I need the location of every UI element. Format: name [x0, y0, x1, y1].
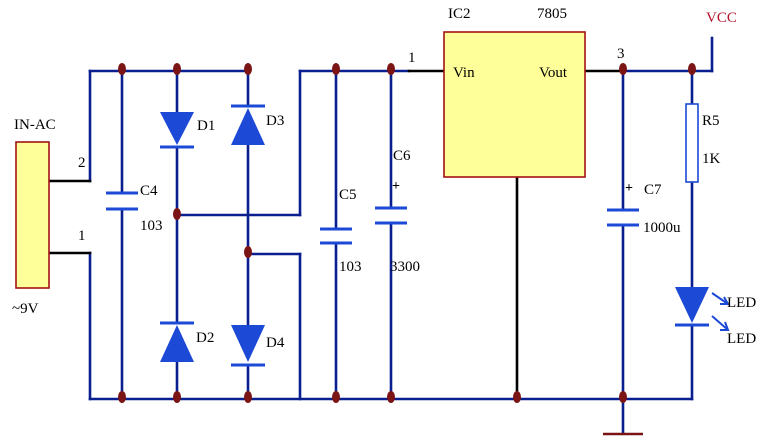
junction-dot: [173, 391, 181, 403]
ic-pin-vin-label: Vin: [453, 65, 475, 81]
junction-dot: [332, 391, 340, 403]
capacitor-c7-value: 1000u: [643, 220, 681, 236]
connector-voltage: ~9V: [12, 301, 39, 317]
led: LED LED: [675, 287, 756, 347]
diode-d2-label: D2: [196, 330, 214, 346]
wires: [88, 36, 714, 435]
junction-dots: [118, 63, 696, 403]
ic-7805: Vin Vout IC2 7805 1 3: [408, 6, 625, 178]
junction-dot: [244, 391, 252, 403]
connector-pin1-number: 1: [78, 228, 86, 244]
capacitor-c5-value: 103: [339, 259, 362, 275]
capacitor-c4-value: 103: [140, 218, 163, 234]
capacitor-c6-value: 3300: [390, 259, 420, 275]
connector-ref: IN-AC: [14, 117, 56, 133]
capacitor-c5-ref: C5: [339, 187, 357, 203]
diode-d1-triangle: [160, 112, 194, 145]
capacitor-c4: C4 103: [106, 183, 163, 234]
junction-dot: [387, 63, 395, 75]
junction-dot: [688, 63, 696, 75]
led-label-2: LED: [727, 331, 756, 347]
diode-d2: D2: [160, 321, 214, 362]
junction-dot: [118, 391, 126, 403]
ac-input-connector: IN-AC ~9V 2 1: [12, 117, 86, 317]
led-light-arrows-icon: [711, 292, 730, 331]
capacitor-c6-plus-icon: +: [392, 179, 400, 194]
capacitor-c5: C5 103: [320, 187, 362, 275]
junction-dot: [387, 391, 395, 403]
junction-dot: [619, 391, 627, 403]
diode-d3-triangle: [231, 108, 265, 145]
capacitor-c7-ref: C7: [644, 182, 662, 198]
ic-pin3-number: 3: [617, 46, 625, 62]
diode-d2-triangle: [160, 325, 194, 362]
junction-dot: [173, 63, 181, 75]
capacitor-c7-plus-icon: +: [625, 181, 633, 196]
diode-d1: D1: [160, 112, 215, 149]
junction-dot: [244, 246, 252, 258]
resistor-r5-value: 1K: [702, 151, 721, 167]
junction-dot: [244, 63, 252, 75]
diode-d4: D4: [231, 325, 285, 367]
diode-d4-triangle: [231, 325, 265, 362]
diode-d3-label: D3: [266, 113, 284, 129]
resistor-r5: R5 1K: [685, 103, 721, 183]
connector-body: [15, 141, 50, 289]
capacitor-c6: + C6 3300: [375, 148, 420, 275]
ic-pin-vout-label: Vout: [539, 65, 568, 81]
resistor-r5-body: [685, 103, 699, 183]
capacitor-c6-ref: C6: [393, 148, 411, 164]
led-label-1: LED: [727, 295, 756, 311]
diode-d4-label: D4: [266, 335, 285, 351]
capacitor-c7: + C7 1000u: [607, 181, 681, 236]
capacitor-c4-ref: C4: [140, 183, 158, 199]
junction-dot: [332, 63, 340, 75]
led-triangle: [675, 287, 709, 323]
connector-pin2-number: 2: [78, 155, 86, 171]
junction-dot: [173, 208, 181, 220]
diode-d3: D3: [231, 104, 284, 145]
diode-d1-label: D1: [197, 118, 215, 134]
ic-ref: IC2: [448, 6, 471, 22]
ic-body: [443, 31, 586, 178]
junction-dot: [118, 63, 126, 75]
ic-pin1-number: 1: [408, 50, 416, 66]
ic-part-number: 7805: [537, 6, 567, 22]
resistor-r5-ref: R5: [702, 113, 720, 129]
vcc-label: VCC: [706, 10, 737, 26]
junction-dot: [619, 63, 627, 75]
junction-dot: [513, 391, 521, 403]
black-wires: [48, 69, 625, 401]
